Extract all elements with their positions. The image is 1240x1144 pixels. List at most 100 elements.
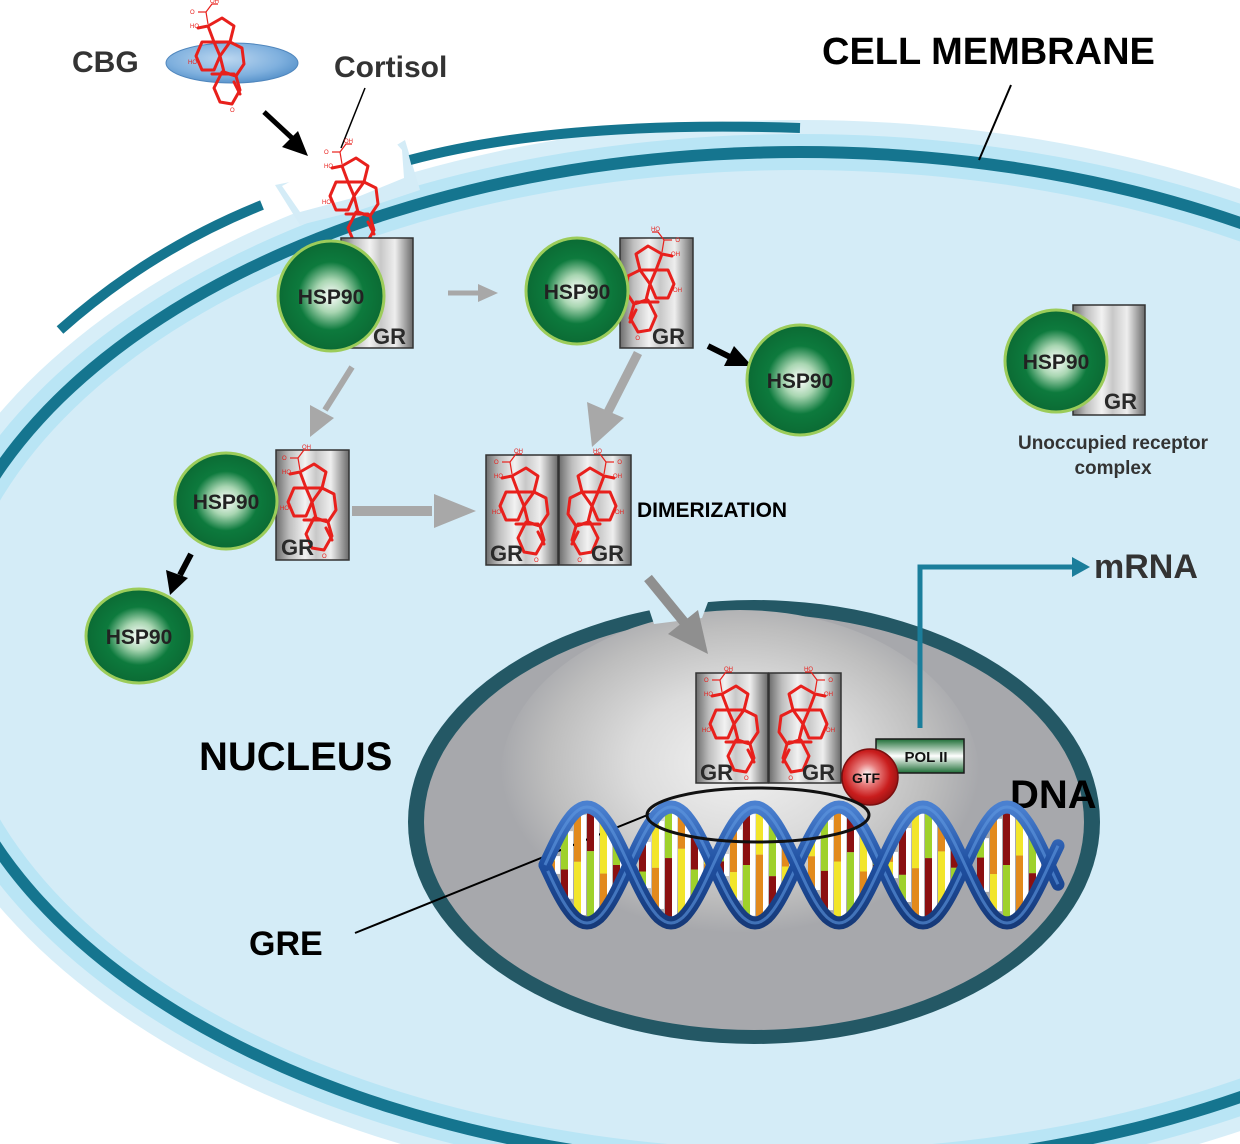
mrna-label: mRNA <box>1094 548 1198 586</box>
dna-base-gap <box>893 851 898 879</box>
gr-label: GR <box>490 541 523 566</box>
dna-base-gap <box>698 831 703 899</box>
dna-base-gap <box>1036 834 1041 896</box>
dna-base-gap <box>1023 816 1028 914</box>
nucleus-label: NUCLEUS <box>199 735 392 779</box>
dna-base-pair <box>860 828 867 872</box>
dna-base-gap <box>906 827 911 903</box>
dna-base-gap <box>919 813 924 917</box>
cortisol-pointer <box>340 87 366 149</box>
dna-base-pair <box>743 810 750 865</box>
dna-base-gap <box>685 815 690 915</box>
flow-arrow-bind <box>448 284 498 302</box>
dna-base-pair <box>600 817 607 874</box>
hsp90-label: HSP90 <box>767 370 834 393</box>
receptor-complex-binding: GR HSP90 <box>276 237 414 353</box>
dna-base-gap <box>932 812 937 918</box>
dna-base-pair <box>691 869 698 903</box>
dna-base-pair <box>678 848 685 919</box>
dna-base-pair <box>912 868 919 921</box>
membrane-segment-left <box>56 200 264 334</box>
dna-base-pair <box>821 815 828 871</box>
dna-base-gap <box>594 811 599 919</box>
dna-base-pair <box>938 819 945 852</box>
dna-base-gap <box>997 818 1002 912</box>
dna-base-pair <box>899 823 906 875</box>
released-hsp90-right: HSP90 <box>745 323 855 437</box>
gr-label: GR <box>373 324 406 349</box>
receptor-complex-bound: GR HSP90 <box>524 226 694 349</box>
dna-base-pair <box>1029 830 1036 874</box>
hsp90-label: HSP90 <box>544 281 611 304</box>
dna-base-pair <box>1016 812 1023 856</box>
dna-base-pair <box>808 856 815 894</box>
cortisol-label: Cortisol <box>334 51 447 84</box>
dna-base-gap <box>750 814 755 916</box>
gtf-label: GTF <box>852 770 880 786</box>
dna-base-pair <box>912 809 919 869</box>
release-arrow-cbg <box>262 110 308 156</box>
cbg-protein <box>165 42 299 84</box>
gtf-circle <box>841 748 899 806</box>
dna-base-pair <box>769 876 776 912</box>
dna-base-pair <box>665 807 672 859</box>
dna-base-gap <box>828 819 833 911</box>
dna-base-pair <box>561 827 568 870</box>
dna-base-gap <box>945 823 950 907</box>
dna-base-pair <box>730 872 737 905</box>
dimerization-label: DIMERIZATION <box>637 499 787 522</box>
dna-base-gap <box>737 829 742 901</box>
flow-arrow-dimer-nucleus <box>644 574 708 654</box>
dna-base-pair <box>1003 865 1010 923</box>
dna-base-pair <box>743 865 750 920</box>
dna-base-pair <box>574 861 581 919</box>
dna-base-gap <box>646 841 651 889</box>
released-hsp90-left: HSP90 <box>84 587 194 685</box>
flow-arrow-complex1-down <box>310 365 355 437</box>
dna-base-gap <box>607 821 612 909</box>
dna-base-pair <box>847 811 854 853</box>
dna-base-pair <box>925 858 932 922</box>
dna-base-gap <box>841 811 846 919</box>
dna-base-gap <box>984 838 989 892</box>
dna-base-gap <box>776 822 781 908</box>
gre-label: GRE <box>249 925 323 963</box>
cell-membrane-pointer <box>978 84 1012 161</box>
receptor-complex-left: GR HSP90 <box>173 444 350 562</box>
dna-backbone-strand-b-highlight <box>543 805 1060 925</box>
membrane-segment-right <box>408 121 801 165</box>
dna-base-pair <box>860 871 867 902</box>
dna-base-pair <box>847 852 854 919</box>
dna-base-gap <box>867 832 872 898</box>
hsp90-label: HSP90 <box>193 491 260 514</box>
hsp90-protein <box>173 451 279 551</box>
dna-base-gap <box>555 856 560 874</box>
dna-base-gap <box>1010 811 1015 919</box>
gr-label: GR <box>802 760 835 785</box>
dna-base-gap <box>763 811 768 919</box>
unoccupied-label-line2: complex <box>1074 458 1152 479</box>
dna-base-pair <box>587 851 594 923</box>
dna-base-pair <box>756 807 763 855</box>
pol2-label: POL II <box>904 749 947 766</box>
hsp90-protein <box>276 239 386 353</box>
dna-base-pair <box>990 874 997 916</box>
dna-base-pair <box>977 857 984 896</box>
dna-base-pair <box>925 808 932 859</box>
gr-label: GR <box>281 535 314 560</box>
gtf-complex: GTF <box>841 748 899 806</box>
dna-base-pair <box>990 814 997 875</box>
dna-base-pair <box>756 854 763 923</box>
dna-base-pair <box>730 825 737 873</box>
dna-base-pair <box>1003 807 1010 865</box>
gr-label: GR <box>591 541 624 566</box>
dna-base-gap <box>724 853 729 877</box>
dna-base-gap <box>659 821 664 909</box>
dna-base-pair <box>938 851 945 911</box>
hsp90-label: HSP90 <box>298 286 365 309</box>
dna-base-pair <box>769 818 776 877</box>
dna-base-pair <box>652 817 659 868</box>
gr-dimer-nucleus: GR GR <box>695 666 842 785</box>
dna-base-gap <box>581 815 586 915</box>
flow-arrow-complex2-dimer <box>587 350 643 447</box>
